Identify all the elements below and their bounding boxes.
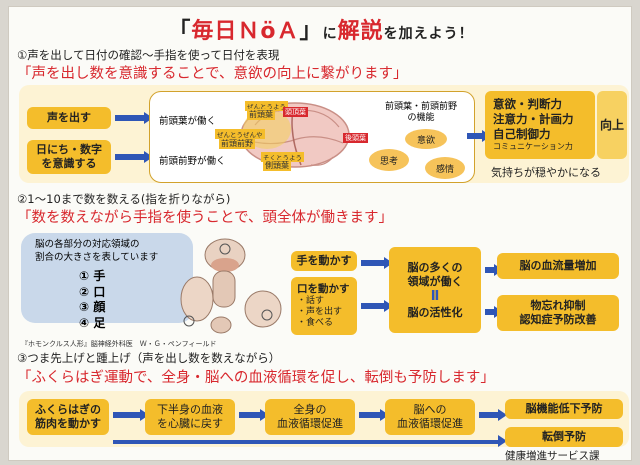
- section3-heading: ③つま先上げと踵上げ（声を出し数を数えながら）: [17, 351, 281, 365]
- frontal-works-label: 前頭葉が働く: [159, 116, 217, 127]
- arrow-icon: [113, 435, 507, 447]
- box-move-mouth: 口を動かす ・話す ・声を出す ・食べる: [291, 277, 357, 335]
- effect-item: 注意力・計画力: [493, 112, 574, 127]
- brain-active-box: 脳の多くの 領域が働く Ⅱ 脳の活性化: [389, 247, 481, 333]
- oval-emotion: 感情: [425, 157, 465, 179]
- arrow-icon: [479, 409, 507, 421]
- section2-heading: ②1～10まで数を数える(指を折りながら): [17, 192, 231, 206]
- title-quote-close: 」: [299, 19, 323, 44]
- step-calf: ふくらはぎの 筋肉を動かす: [27, 399, 109, 435]
- arrow-icon: [113, 409, 149, 421]
- section1-tagline: 「声を出し数を意識することで、意欲の向上に繋がります」: [17, 66, 408, 82]
- brain-tag-parietal: 頭頂葉: [283, 107, 308, 117]
- homunculus-bubble: [21, 233, 193, 323]
- section2-tagline: 「数を数えながら手指を使うことで、頭全体が働きます」: [17, 210, 393, 226]
- step-body-circulation: 全身の 血液循環促進: [265, 399, 355, 435]
- effect-item: 自己制御力: [493, 127, 551, 142]
- footer-department: 健康増進サービス課: [505, 450, 600, 462]
- arrow-icon: [239, 409, 269, 421]
- function-title: 前頭葉・前頭前野 の機能: [384, 102, 457, 124]
- brain-tag-temporal: 側頭葉: [263, 160, 291, 171]
- improve-box: 向上: [597, 91, 627, 159]
- box-blood-flow: 脳の血流量増加: [497, 253, 619, 279]
- homunculus-figure: [180, 238, 282, 334]
- body-parts-list: ① 手 ② 口 ③ 顔 ④ 足: [79, 269, 105, 331]
- move-mouth-label: 口を動かす: [297, 282, 350, 295]
- calm-label: 気持ちが穏やかになる: [491, 166, 601, 179]
- box-move-hand: 手を動かす: [291, 251, 357, 271]
- section1-heading: ①声を出して日付の確認～手指を使って日付を表現: [17, 48, 280, 62]
- homunculus-caption: 『ホモンクルス人形』脳神経外科医 Ｗ・Ｇ・ペンフィールド: [21, 340, 217, 348]
- brain-active-label: 脳の活性化: [407, 305, 463, 319]
- poster: 「毎日ＮöＡ」に解説を加えよう！ ①声を出して日付の確認～手指を使って日付を表現…: [8, 6, 633, 462]
- brain-tag-prefrontal-ruby: ぜんとうぜんや: [215, 129, 265, 139]
- box-dementia: 物忘れ抑制 認知症予防改善: [497, 295, 619, 331]
- arrow-icon: [359, 409, 389, 421]
- title-brand: 毎日ＮöＡ: [191, 19, 300, 44]
- section3-tagline: 「ふくらはぎ運動で、全身・脳への血液循環を促し、転倒も予防します」: [17, 370, 495, 386]
- equals-sign: Ⅱ: [430, 289, 440, 305]
- box-voice: 声を出す: [27, 107, 111, 129]
- brain-tag-frontal-ruby: ぜんとうよう: [245, 101, 288, 111]
- prefrontal-works-label: 前頭前野が働く: [159, 156, 226, 167]
- arrow-icon: [485, 264, 503, 276]
- arrow-icon: [485, 306, 503, 318]
- body-part-item: ④ 足: [79, 315, 106, 330]
- mouth-item: ・話す: [297, 295, 325, 306]
- title-ni: に: [322, 26, 338, 42]
- step-return-blood: 下半身の血液 を心臓に戻す: [145, 399, 235, 435]
- box-date: 日にち・数字 を意識する: [27, 140, 111, 174]
- step-fall-prevention: 転倒予防: [505, 427, 623, 447]
- page-title: 「毎日ＮöＡ」に解説を加えよう！: [9, 13, 633, 45]
- step-brain-circulation: 脳への 血液循環促進: [385, 399, 475, 435]
- title-tail: を加えよう！: [383, 26, 474, 42]
- step-brain-decline: 脳機能低下予防: [505, 399, 623, 419]
- body-part-item: ② 口: [79, 284, 106, 299]
- arrow-icon: [115, 151, 153, 163]
- arrow-icon: [115, 112, 153, 124]
- brain-tag-frontal: 前頭葉: [247, 109, 275, 120]
- mouth-item: ・食べる: [297, 318, 334, 329]
- brain-tag-temporal-ruby: そくとうよう: [261, 152, 304, 162]
- brain-tag-occipital: 後頭葉: [343, 133, 368, 143]
- effects-box: 意欲・判断力 注意力・計画力 自己制御力 コミュニケーション力: [485, 91, 595, 159]
- title-kaisetsu: 解説: [337, 19, 384, 44]
- brain-many-label: 脳の多くの 領域が働く: [407, 260, 463, 288]
- oval-motivation: 意欲: [405, 129, 447, 149]
- arrow-icon: [467, 130, 491, 142]
- brain-tag-prefrontal: 前頭前野: [219, 138, 255, 149]
- arrow-icon: [361, 300, 393, 312]
- oval-thinking: 思考: [369, 149, 409, 171]
- mouth-item: ・声を出す: [297, 306, 343, 317]
- effect-item: 意欲・判断力: [493, 97, 562, 112]
- title-quote-open: 「: [168, 19, 192, 44]
- body-part-item: ① 手: [79, 269, 106, 283]
- effect-item: コミュニケーション力: [493, 142, 573, 152]
- body-part-item: ③ 顔: [79, 300, 106, 315]
- arrow-icon: [361, 257, 393, 269]
- bubble-text: 脳の各部分の対応領域の 割合の大きさを表しています: [35, 239, 159, 263]
